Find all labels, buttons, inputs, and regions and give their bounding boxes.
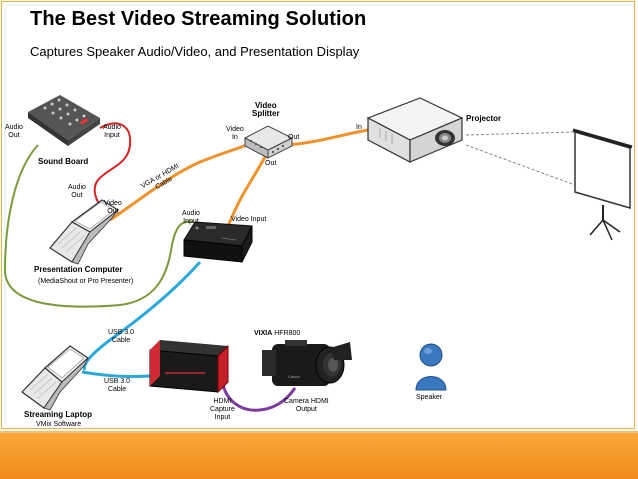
usb-cable-blue-2 [81, 370, 151, 379]
audio-cable-red [93, 122, 132, 206]
camcorder-icon: Canon [262, 340, 352, 386]
projector-icon [366, 97, 464, 163]
label-projector: Projector [466, 114, 502, 123]
hdmi-capture-icon [149, 340, 229, 394]
label-presentation-software: (MediaShout or Pro Presenter) [38, 278, 134, 285]
svg-text:Canon: Canon [288, 374, 300, 379]
diagram-canvas: Canon [3, 95, 633, 412]
page-title: The Best Video Streaming Solution [30, 8, 367, 30]
speaker-person-icon [415, 343, 447, 391]
capture-card-icon [183, 221, 253, 263]
projection-screen-icon [572, 128, 633, 241]
label-splitter-out-right: Out [288, 134, 300, 141]
footer-bar [0, 431, 638, 479]
label-projector-in: In [356, 124, 362, 131]
splitter-to-projector-cable [287, 128, 369, 147]
projector-beam-bottom [465, 144, 576, 186]
hdmi-cable-purple [220, 379, 297, 412]
label-splitter-out-bottom: Out [265, 160, 277, 167]
slide-frame [1, 1, 635, 429]
projector-beam-top [465, 131, 576, 136]
audio-cable-green [3, 144, 195, 308]
label-sound-board: Sound Board [38, 157, 89, 166]
streaming-laptop-icon [21, 345, 89, 411]
label-presentation-computer: Presentation Computer [34, 265, 123, 274]
label-speaker: Speaker [416, 394, 443, 401]
label-streaming-software: VMix Software [36, 421, 82, 428]
splitter-to-capture-cable [224, 154, 268, 233]
usb-cable-blue [82, 261, 202, 371]
camera-brand: VIXIA [254, 330, 273, 337]
laptop-icon [49, 199, 120, 265]
vga-cable-orange [109, 140, 256, 222]
label-streaming-laptop: Streaming Laptop [24, 410, 93, 419]
mixer-icon [28, 95, 100, 146]
page-subtitle: Captures Speaker Audio/Video, and Presen… [30, 44, 360, 59]
camera-model: HFR800 [274, 330, 301, 337]
splitter-icon [243, 125, 294, 159]
label-capture-video-input: Video Input [231, 216, 267, 223]
label-camera-model: VIXIA HFR800 [254, 330, 300, 338]
